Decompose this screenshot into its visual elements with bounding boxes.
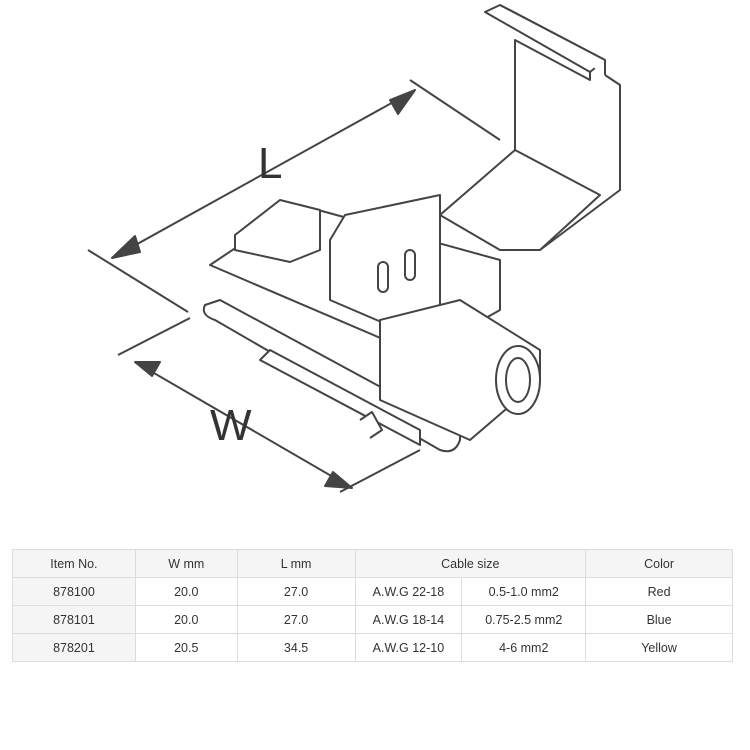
label-l: L: [258, 139, 282, 188]
cell-w: 20.0: [134, 605, 238, 634]
table-row: 878201 20.5 34.5 A.W.G 12-10 4-6 mm2 Yel…: [12, 633, 733, 662]
cell-l: 27.0: [236, 577, 356, 606]
cell-l: 27.0: [236, 605, 356, 634]
header-w: W mm: [134, 549, 238, 578]
header-cable: Cable size: [354, 549, 587, 578]
cell-color: Blue: [585, 605, 733, 634]
cell-mm2: 0.5-1.0 mm2: [461, 577, 587, 606]
cell-item: 878201: [12, 633, 136, 662]
cell-mm2: 4-6 mm2: [461, 633, 587, 662]
connector-body: [202, 4, 621, 453]
table-header-row: Item No. W mm L mm Cable size Color: [12, 549, 733, 578]
header-color: Color: [585, 549, 733, 578]
cell-color: Yellow: [585, 633, 733, 662]
cell-color: Red: [585, 577, 733, 606]
cell-awg: A.W.G 22-18: [354, 577, 463, 606]
cell-mm2: 0.75-2.5 mm2: [461, 605, 587, 634]
dimension-l: [87, 79, 501, 313]
connector-drawing: L W: [87, 4, 621, 493]
header-l: L mm: [236, 549, 356, 578]
cell-item: 878100: [12, 577, 136, 606]
dimension-w: [117, 317, 421, 493]
table-row: 878101 20.0 27.0 A.W.G 18-14 0.75-2.5 mm…: [12, 605, 733, 634]
cell-w: 20.5: [134, 633, 238, 662]
cell-awg: A.W.G 12-10: [354, 633, 463, 662]
cell-l: 34.5: [236, 633, 356, 662]
cell-awg: A.W.G 18-14: [354, 605, 463, 634]
spec-table: Item No. W mm L mm Cable size Color 8781…: [12, 549, 733, 662]
table-row: 878100 20.0 27.0 A.W.G 22-18 0.5-1.0 mm2…: [12, 577, 733, 606]
header-item: Item No.: [12, 549, 136, 578]
label-w: W: [210, 401, 252, 450]
cell-item: 878101: [12, 605, 136, 634]
cell-w: 20.0: [134, 577, 238, 606]
